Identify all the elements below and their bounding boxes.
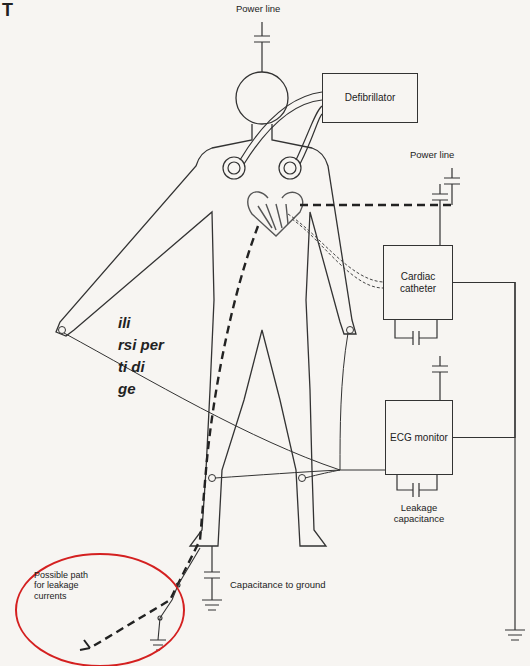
electrodes <box>223 92 322 179</box>
device-name: Defibrillator <box>341 90 400 106</box>
capacitance-to-ground <box>202 546 222 610</box>
arrow-head <box>80 640 90 650</box>
device-box: Defibrillator <box>322 73 418 123</box>
power-line-capacitor <box>254 22 460 400</box>
device-box: Cardiac catheter <box>383 245 453 320</box>
caption-fragment: ili <box>118 314 198 331</box>
caption-fragment: ti di <box>118 358 198 375</box>
heading-fragment: T <box>2 0 32 21</box>
annotation-label: Possible path for leakage currents <box>34 570 98 601</box>
catheter-wire <box>288 214 383 282</box>
human-figure <box>56 72 356 546</box>
annotation-label: Capacitance to ground <box>230 580 350 591</box>
caption-fragment: rsi per <box>118 336 198 353</box>
caption-fragment: ge <box>118 380 198 397</box>
annotation-label: Power line <box>410 150 470 161</box>
highlight-circle <box>16 554 184 666</box>
ecg-lead-wires <box>59 327 386 482</box>
device-name: ECG monitor <box>386 430 452 446</box>
leakage-path <box>300 204 452 206</box>
annotation-label: Power line <box>236 4 296 15</box>
device-name: Cardiac catheter <box>384 269 452 296</box>
annotation-label: Leakage capacitance <box>384 503 454 525</box>
device-box: ECG monitor <box>385 400 453 475</box>
catheter-wire <box>292 219 383 288</box>
ground-connector <box>453 283 515 438</box>
